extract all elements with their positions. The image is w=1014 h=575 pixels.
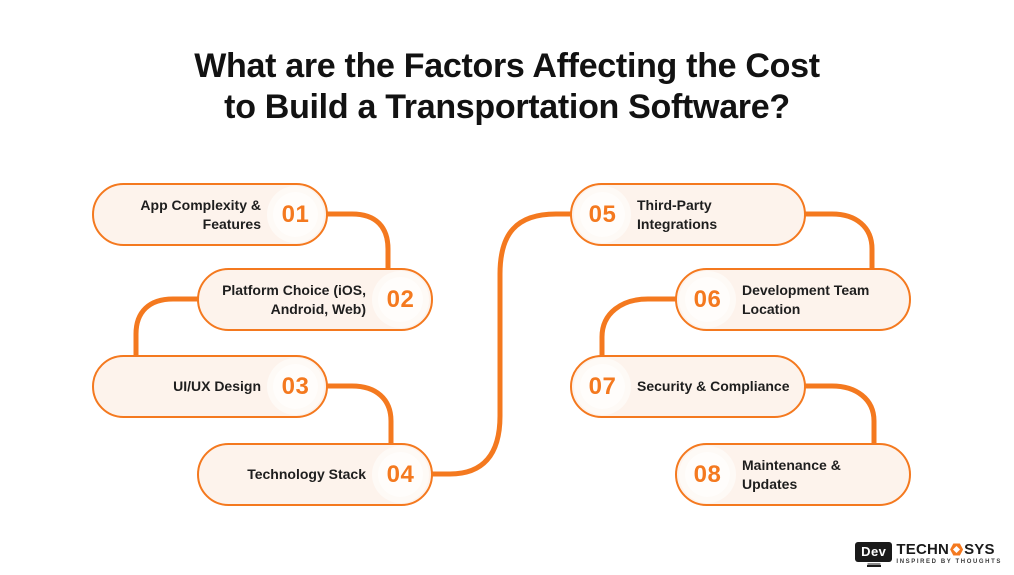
factor-pill-08: 08 Maintenance & Updates (675, 443, 911, 506)
logo-monitor-icon: Dev (855, 542, 893, 562)
brand-logo: Dev TECHN SYS INSPIRED BY THOUGHTS (855, 542, 1002, 565)
factor-number-badge-07: 07 (580, 364, 625, 409)
factor-pill-05: 05 Third-Party Integrations (570, 183, 806, 246)
factor-pill-03: UI/UX Design 03 (92, 355, 328, 418)
factor-label-01: App Complexity & Features (140, 197, 261, 232)
factor-number-badge-03: 03 (273, 364, 318, 409)
factor-pill-07: 07 Security & Compliance (570, 355, 806, 418)
factor-label-02: Platform Choice (iOS, Android, Web) (222, 282, 366, 317)
logo-brand-part1: TECHN (896, 541, 950, 558)
logo-brand-text: TECHN SYS (896, 542, 1002, 557)
factor-number-badge-05: 05 (580, 192, 625, 237)
connector-3-4 (323, 383, 394, 449)
factor-label-08: Maintenance & Updates (742, 457, 841, 492)
connector-2-3 (133, 296, 203, 361)
factor-number-badge-02: 02 (378, 277, 423, 322)
factor-pill-02: Platform Choice (iOS, Android, Web) 02 (197, 268, 433, 331)
connector-6-7 (599, 296, 681, 361)
factor-pill-04: Technology Stack 04 (197, 443, 433, 506)
logo-tagline: INSPIRED BY THOUGHTS (896, 559, 1002, 565)
factor-pill-01: App Complexity & Features 01 (92, 183, 328, 246)
factor-label-03: UI/UX Design (173, 378, 261, 395)
factor-label-05: Third-Party Integrations (637, 197, 718, 232)
factor-number-badge-04: 04 (378, 452, 423, 497)
connector-1-2 (323, 211, 391, 275)
factor-number-badge-06: 06 (685, 277, 730, 322)
page-title-line1: What are the Factors Affecting the Cost (194, 47, 820, 85)
factor-label-06: Development Team Location (742, 282, 870, 317)
logo-brand-part2: SYS (964, 541, 995, 558)
page-title-line2: to Build a Transportation Software? (224, 88, 790, 127)
logo-hexagon-icon (950, 543, 964, 556)
factor-number-badge-01: 01 (273, 192, 318, 237)
connector-7-8 (797, 383, 877, 449)
factor-pill-06: 06 Development Team Location (675, 268, 911, 331)
factor-label-04: Technology Stack (247, 466, 366, 483)
connector-4-5 (425, 211, 575, 477)
factor-label-07: Security & Compliance (637, 378, 790, 395)
factor-number-badge-08: 08 (685, 452, 730, 497)
page-title: What are the Factors Affecting the Cost … (0, 46, 1014, 129)
connector-5-6 (797, 211, 875, 275)
